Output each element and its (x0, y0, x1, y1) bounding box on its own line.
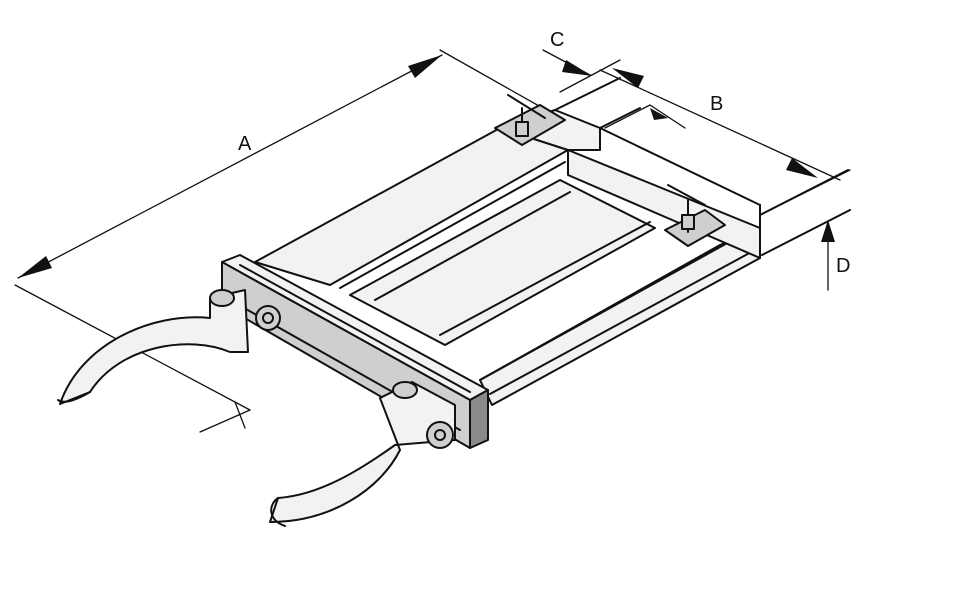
frame (254, 77, 851, 406)
clamp-arm-right (269, 381, 456, 527)
dimension-a: A (14, 49, 556, 411)
clamp-arm-left (57, 289, 281, 405)
dimension-b: B (599, 68, 841, 181)
dimension-d-label: D (836, 255, 850, 277)
t-handle-pin-front (664, 184, 726, 247)
dimension-c-label: C (550, 29, 564, 51)
center-mark (199, 401, 251, 433)
dimension-a-label: A (238, 133, 252, 155)
dimension-b-label: B (710, 93, 723, 115)
dimension-c: C (542, 29, 621, 93)
t-handle-pin-rear (494, 94, 566, 146)
dimension-d: D (759, 169, 851, 291)
